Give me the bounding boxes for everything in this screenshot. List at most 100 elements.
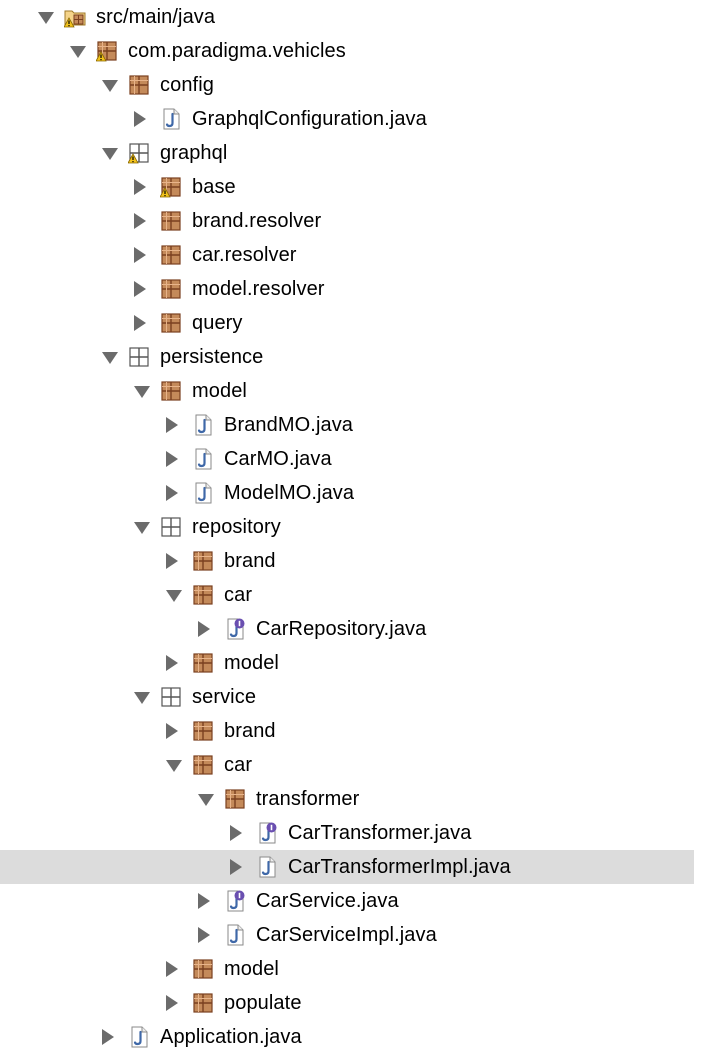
tree-item-label: com.paradigma.vehicles <box>128 40 346 62</box>
expanded-arrow-icon[interactable] <box>166 590 182 602</box>
tree-row[interactable]: car <box>0 578 694 612</box>
tree-item-label: CarTransformer.java <box>288 822 472 844</box>
tree-row[interactable]: model <box>0 952 694 986</box>
expanded-arrow-icon[interactable] <box>134 692 150 704</box>
package-icon <box>192 584 214 606</box>
package-icon <box>192 550 214 572</box>
collapsed-arrow-icon[interactable] <box>166 655 178 671</box>
collapsed-arrow-icon[interactable] <box>166 723 178 739</box>
tree-row[interactable]: CarService.java <box>0 884 694 918</box>
collapsed-arrow-icon[interactable] <box>166 995 178 1011</box>
package-icon <box>192 754 214 776</box>
tree-item-label: CarTransformerImpl.java <box>288 856 511 878</box>
tree-item-label: CarMO.java <box>224 448 332 470</box>
collapsed-arrow-icon[interactable] <box>102 1029 114 1045</box>
expanded-arrow-icon[interactable] <box>102 80 118 92</box>
collapsed-arrow-icon[interactable] <box>134 213 146 229</box>
collapsed-arrow-icon[interactable] <box>134 315 146 331</box>
tree-item-label: GraphqlConfiguration.java <box>192 108 427 130</box>
expanded-arrow-icon[interactable] <box>166 760 182 772</box>
expanded-arrow-icon[interactable] <box>198 794 214 806</box>
tree-row[interactable]: graphql <box>0 136 694 170</box>
tree-item-label: base <box>192 176 236 198</box>
tree-row[interactable]: model <box>0 374 694 408</box>
tree-item-label: repository <box>192 516 281 538</box>
package-icon <box>160 244 182 266</box>
tree-item-label: service <box>192 686 257 708</box>
collapsed-arrow-icon[interactable] <box>134 281 146 297</box>
collapsed-arrow-icon[interactable] <box>166 485 178 501</box>
tree-item-label: model.resolver <box>192 278 325 300</box>
package-icon <box>160 210 182 232</box>
tree-row[interactable]: src/main/java <box>0 0 694 34</box>
expanded-arrow-icon[interactable] <box>70 46 86 58</box>
collapsed-arrow-icon[interactable] <box>134 247 146 263</box>
tree-row[interactable]: CarRepository.java <box>0 612 694 646</box>
java-interface-icon <box>224 618 246 640</box>
tree-item-label: src/main/java <box>96 6 216 28</box>
collapsed-arrow-icon[interactable] <box>230 825 242 841</box>
tree-row[interactable]: GraphqlConfiguration.java <box>0 102 694 136</box>
java-file-icon <box>192 448 214 470</box>
tree-row[interactable]: model <box>0 646 694 680</box>
tree-item-label: model <box>224 652 279 674</box>
collapsed-arrow-icon[interactable] <box>166 961 178 977</box>
tree-row[interactable]: com.paradigma.vehicles <box>0 34 694 68</box>
empty-package-icon <box>128 346 150 368</box>
empty-package-warning-icon <box>128 142 150 164</box>
collapsed-arrow-icon[interactable] <box>166 417 178 433</box>
collapsed-arrow-icon[interactable] <box>230 859 242 875</box>
tree-row[interactable]: Application.java <box>0 1020 694 1054</box>
package-icon <box>192 958 214 980</box>
tree-row[interactable]: car <box>0 748 694 782</box>
tree-item-label: model <box>224 958 279 980</box>
expanded-arrow-icon[interactable] <box>38 12 54 24</box>
tree-row[interactable]: brand <box>0 714 694 748</box>
tree-item-label: transformer <box>256 788 360 810</box>
tree-item-label: model <box>192 380 247 402</box>
tree-row[interactable]: repository <box>0 510 694 544</box>
tree-row[interactable]: query <box>0 306 694 340</box>
collapsed-arrow-icon[interactable] <box>166 451 178 467</box>
tree-row[interactable]: persistence <box>0 340 694 374</box>
tree-row[interactable]: model.resolver <box>0 272 694 306</box>
tree-item-label: car <box>224 754 253 776</box>
collapsed-arrow-icon[interactable] <box>166 553 178 569</box>
tree-row[interactable]: config <box>0 68 694 102</box>
package-icon <box>160 312 182 334</box>
tree-row[interactable]: populate <box>0 986 694 1020</box>
tree-item-label: populate <box>224 992 302 1014</box>
tree-row[interactable]: ModelMO.java <box>0 476 694 510</box>
expanded-arrow-icon[interactable] <box>134 522 150 534</box>
collapsed-arrow-icon[interactable] <box>198 621 210 637</box>
tree-row[interactable]: BrandMO.java <box>0 408 694 442</box>
source-folder-warning-icon <box>64 6 86 28</box>
tree-row[interactable]: CarServiceImpl.java <box>0 918 694 952</box>
tree-item-label: persistence <box>160 346 264 368</box>
tree-row[interactable]: service <box>0 680 694 714</box>
expanded-arrow-icon[interactable] <box>102 352 118 364</box>
package-icon <box>160 380 182 402</box>
tree-row[interactable]: car.resolver <box>0 238 694 272</box>
tree-item-label: brand.resolver <box>192 210 322 232</box>
collapsed-arrow-icon[interactable] <box>198 927 210 943</box>
tree-row[interactable]: CarTransformer.java <box>0 816 694 850</box>
tree-row[interactable]: transformer <box>0 782 694 816</box>
tree-item-label: config <box>160 74 214 96</box>
tree-item-label: brand <box>224 550 276 572</box>
tree-row[interactable]: brand <box>0 544 694 578</box>
collapsed-arrow-icon[interactable] <box>134 111 146 127</box>
tree-row[interactable]: brand.resolver <box>0 204 694 238</box>
collapsed-arrow-icon[interactable] <box>134 179 146 195</box>
tree-row[interactable]: CarMO.java <box>0 442 694 476</box>
expanded-arrow-icon[interactable] <box>134 386 150 398</box>
java-file-icon <box>224 924 246 946</box>
tree-item-label: car.resolver <box>192 244 297 266</box>
expanded-arrow-icon[interactable] <box>102 148 118 160</box>
collapsed-arrow-icon[interactable] <box>198 893 210 909</box>
package-warning-icon <box>160 176 182 198</box>
tree-row[interactable]: CarTransformerImpl.java <box>0 850 694 884</box>
java-file-icon <box>128 1026 150 1048</box>
tree-row[interactable]: base <box>0 170 694 204</box>
